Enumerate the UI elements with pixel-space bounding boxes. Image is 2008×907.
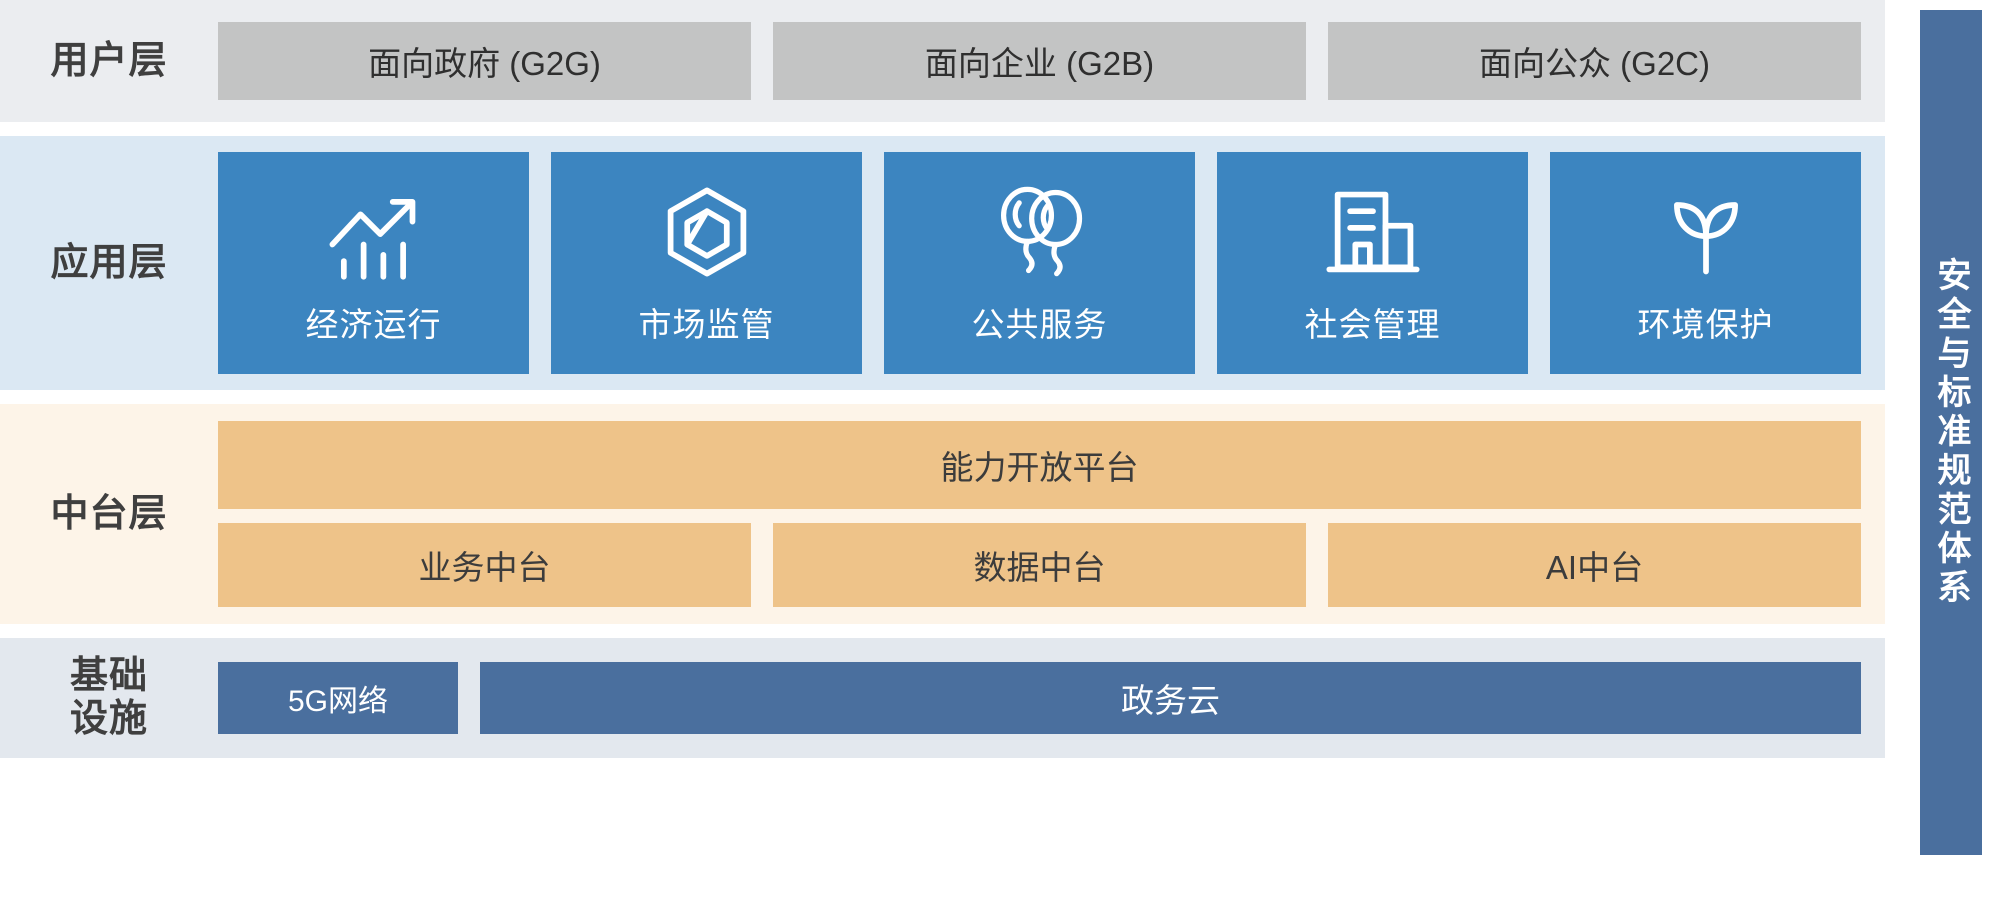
app-card-label: 经济运行 xyxy=(305,306,442,343)
middle-layer-band: 中台层 能力开放平台 业务中台 数据中台 AI中台 xyxy=(0,404,1885,624)
mid-cell-business[interactable]: 业务中台 xyxy=(218,523,751,607)
app-card-social-management[interactable]: 社会管理 xyxy=(1217,152,1528,374)
middle-layer-label: 中台层 xyxy=(50,492,168,535)
app-card-market-regulation[interactable]: 市场监管 xyxy=(551,152,862,374)
user-cell-g2c[interactable]: 面向公众 (G2C) xyxy=(1328,22,1861,100)
app-card-environment[interactable]: 环境保护 xyxy=(1550,152,1861,374)
app-card-label: 社会管理 xyxy=(1304,306,1441,343)
user-layer-label: 用户层 xyxy=(50,39,168,82)
application-layer-label: 应用层 xyxy=(50,241,168,284)
infra-cell-government-cloud[interactable]: 政务云 xyxy=(480,662,1861,734)
infrastructure-layer-cells: 5G网络 政务云 xyxy=(218,662,1861,734)
balloons-icon xyxy=(988,180,1092,284)
application-layer-band: 应用层 经济运行 xyxy=(0,136,1885,390)
app-card-public-service[interactable]: 公共服务 xyxy=(884,152,1195,374)
app-card-label: 公共服务 xyxy=(971,306,1108,343)
app-card-label: 市场监管 xyxy=(638,306,775,343)
middle-layer-cells: 业务中台 数据中台 AI中台 xyxy=(218,523,1861,607)
building-icon xyxy=(1321,180,1425,284)
app-card-label: 环境保护 xyxy=(1637,306,1774,343)
mid-cell-data[interactable]: 数据中台 xyxy=(773,523,1306,607)
infrastructure-layer-band: 基础 设施 5G网络 政务云 xyxy=(0,638,1885,758)
app-card-economy[interactable]: 经济运行 xyxy=(218,152,529,374)
user-layer-cells: 面向政府 (G2G) 面向企业 (G2B) 面向公众 (G2C) xyxy=(218,22,1861,100)
user-cell-g2g[interactable]: 面向政府 (G2G) xyxy=(218,22,751,100)
mid-cell-ai[interactable]: AI中台 xyxy=(1328,523,1861,607)
capability-open-platform-cell[interactable]: 能力开放平台 xyxy=(218,421,1861,509)
infrastructure-layer-label: 基础 设施 xyxy=(69,655,148,740)
layer-stack: 用户层 面向政府 (G2G) 面向企业 (G2B) 面向公众 (G2C) 应用层 xyxy=(0,0,1885,758)
hexagon-cube-icon xyxy=(655,180,759,284)
user-cell-g2b[interactable]: 面向企业 (G2B) xyxy=(773,22,1306,100)
infra-cell-5g-network[interactable]: 5G网络 xyxy=(218,662,458,734)
middle-layer-content: 能力开放平台 业务中台 数据中台 AI中台 xyxy=(218,421,1861,607)
leaf-icon xyxy=(1654,180,1758,284)
user-layer-band: 用户层 面向政府 (G2G) 面向企业 (G2B) 面向公众 (G2C) xyxy=(0,0,1885,122)
trending-up-chart-icon xyxy=(322,180,426,284)
application-layer-cards: 经济运行 市场监管 xyxy=(218,152,1861,374)
security-standards-sidebar: 安全与标准规范体系 xyxy=(1920,10,1982,855)
security-standards-label: 安全与标准规范体系 xyxy=(1932,257,1970,608)
